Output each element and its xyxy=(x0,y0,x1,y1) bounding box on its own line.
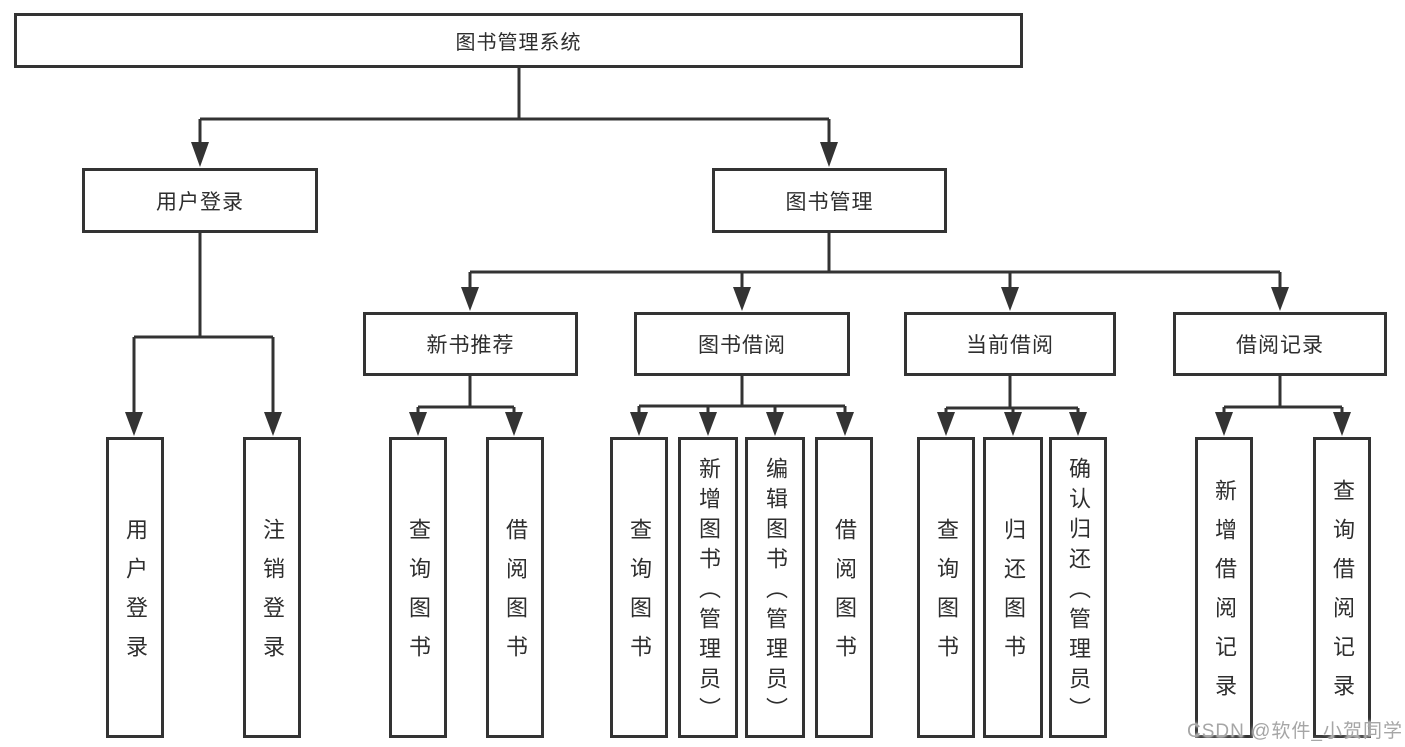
node-query-books-recommend: 查询图书 xyxy=(389,437,447,738)
node-user-login-action: 用户登录 xyxy=(106,437,164,738)
node-borrow-books-action: 借阅图书 xyxy=(815,437,873,738)
node-user-login: 用户登录 xyxy=(82,168,318,233)
connector-root-to-level2 xyxy=(191,68,838,167)
node-library-system: 图书管理系统 xyxy=(14,13,1023,68)
node-edit-book-admin: 编辑图书（管理员） xyxy=(745,437,805,738)
node-confirm-return-admin: 确认归还（管理员） xyxy=(1049,437,1107,738)
node-book-borrow: 图书借阅 xyxy=(634,312,850,376)
connector-book-borrow-children xyxy=(630,376,854,436)
node-borrow-books-recommend: 借阅图书 xyxy=(486,437,544,738)
node-book-management: 图书管理 xyxy=(712,168,947,233)
connector-book-management-children xyxy=(461,233,1289,311)
node-add-book-admin: 新增图书（管理员） xyxy=(678,437,738,738)
node-logout: 注销登录 xyxy=(243,437,301,738)
node-new-book-recommend: 新书推荐 xyxy=(363,312,578,376)
node-query-borrow-record: 查询借阅记录 xyxy=(1313,437,1371,738)
node-borrow-records: 借阅记录 xyxy=(1173,312,1387,376)
connector-borrow-record-children xyxy=(1215,376,1351,436)
csdn-watermark: CSDN @软件_小贺同学 xyxy=(1187,721,1403,742)
node-query-books-borrow: 查询图书 xyxy=(610,437,668,738)
connector-current-borrow-children xyxy=(937,376,1087,436)
node-add-borrow-record: 新增借阅记录 xyxy=(1195,437,1253,738)
node-query-books-current: 查询图书 xyxy=(917,437,975,738)
connector-new-book-children xyxy=(409,376,523,436)
connector-user-login-children xyxy=(125,233,282,436)
node-return-books: 归还图书 xyxy=(983,437,1043,738)
node-current-borrow: 当前借阅 xyxy=(904,312,1116,376)
